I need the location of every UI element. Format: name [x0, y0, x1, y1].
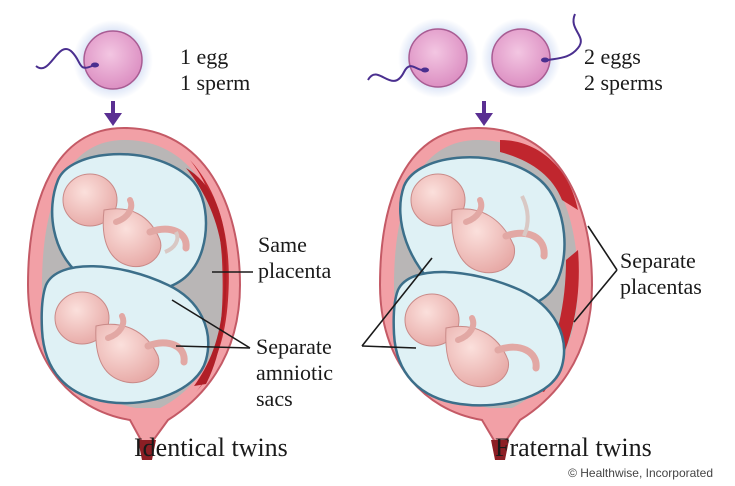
- egg-icon: [73, 20, 153, 100]
- egg-icon-2: [481, 18, 561, 98]
- sperm-icon-2: [547, 13, 582, 61]
- fraternal-twins-illustration: [361, 13, 618, 460]
- same-placenta-label: Same placenta: [258, 232, 332, 283]
- copyright-credit: © Healthwise, Incorporated: [568, 466, 713, 480]
- identical-twins-caption: Identical twins: [134, 433, 288, 462]
- identical-leader-lines: [171, 271, 253, 349]
- fraternal-leader-lines: [361, 225, 618, 349]
- fetus-top: [410, 173, 548, 274]
- fraternal-twins-caption: Fraternal twins: [495, 433, 652, 462]
- amniotic-sac-bottom: [392, 270, 566, 407]
- identical-twins-illustration: [26, 20, 253, 460]
- amniotic-sac-bottom: [40, 264, 210, 405]
- separate-placentas-label: Separate placentas: [620, 248, 702, 299]
- placenta-bottom: [532, 250, 579, 392]
- egg-icon-1: [398, 18, 478, 98]
- separate-amniotic-sacs-label: Separate amniotic sacs: [256, 334, 333, 411]
- amniotic-sac-top: [50, 152, 208, 294]
- sperm-icon-1: [367, 65, 423, 82]
- placenta-top: [500, 140, 578, 210]
- fetus-top: [62, 173, 190, 268]
- arrow-down-icon: [104, 101, 122, 126]
- fraternal-conception-label: 2 eggs 2 sperms: [584, 44, 663, 95]
- fetus-bottom: [54, 291, 188, 384]
- fetus-bottom: [404, 293, 540, 388]
- sperm-icon: [35, 48, 93, 70]
- arrow-down-icon: [475, 101, 493, 126]
- identical-conception-label: 1 egg 1 sperm: [180, 44, 251, 95]
